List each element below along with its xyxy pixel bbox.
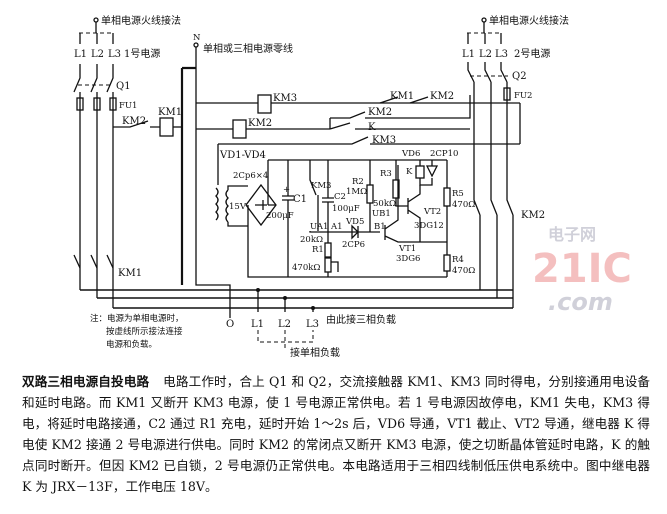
svg-text:470kΩ: 470kΩ	[292, 263, 320, 273]
svg-text:单相电源火线接法: 单相电源火线接法	[489, 14, 569, 27]
svg-text:15V: 15V	[229, 202, 247, 212]
svg-text:1号电源: 1号电源	[124, 47, 160, 60]
svg-text:21IC: 21IC	[532, 246, 632, 292]
svg-text:L3: L3	[306, 319, 319, 330]
svg-text:VT2: VT2	[423, 207, 441, 217]
svg-text:2CP6: 2CP6	[342, 240, 365, 250]
svg-text:FU1: FU1	[119, 101, 137, 111]
svg-text:C2: C2	[334, 192, 346, 202]
svg-text:L2: L2	[479, 49, 492, 60]
svg-text:50kΩ: 50kΩ	[373, 199, 396, 209]
svg-text:R3: R3	[380, 169, 392, 179]
svg-text:R1: R1	[312, 245, 324, 255]
svg-text:由此接三相负载: 由此接三相负载	[326, 313, 396, 326]
output-buses: O L1 L2 L3 由此接三相负载 接单相负载 注：电源为单相电源时， 按虚线…	[80, 288, 513, 359]
svg-text:KM1: KM1	[158, 107, 182, 118]
svg-text:L1: L1	[74, 49, 87, 60]
delay-circuit: VD1-VD4 2Cp6×4 15V 200μF + C1 KM3 C2 100…	[215, 149, 475, 278]
caption-title: 双路三相电源自投电路	[22, 374, 150, 389]
svg-text:UA1: UA1	[310, 222, 328, 232]
svg-text:N: N	[193, 33, 201, 43]
svg-text:B1: B1	[374, 222, 386, 232]
svg-text:Q1: Q1	[116, 81, 131, 92]
svg-text:KM3: KM3	[311, 181, 331, 191]
caption-body: 电路工作时，合上 Q1 和 Q2，交流接触器 KM1、KM3 同时得电，分别接通…	[22, 374, 651, 494]
svg-text:L2: L2	[91, 49, 104, 60]
svg-text:.com: .com	[548, 288, 613, 316]
svg-text:L1: L1	[462, 49, 475, 60]
svg-text:+: +	[283, 185, 290, 195]
svg-text:2CP10: 2CP10	[430, 149, 458, 159]
svg-text:C1: C1	[293, 194, 307, 205]
svg-text:100μF: 100μF	[332, 204, 360, 214]
svg-text:KM2: KM2	[122, 116, 146, 127]
svg-text:A1: A1	[330, 222, 343, 232]
svg-text:KM1: KM1	[390, 91, 414, 102]
svg-text:KM2: KM2	[430, 91, 454, 102]
svg-text:20kΩ: 20kΩ	[300, 235, 323, 245]
svg-text:3DG12: 3DG12	[414, 221, 444, 231]
svg-text:O: O	[226, 319, 234, 330]
svg-text:VD1-VD4: VD1-VD4	[219, 150, 266, 161]
svg-text:1MΩ: 1MΩ	[346, 187, 367, 197]
svg-text:2号电源: 2号电源	[514, 47, 550, 60]
figure-caption: 双路三相电源自投电路电路工作时，合上 Q1 和 Q2，交流接触器 KM1、KM3…	[22, 371, 650, 497]
svg-text:L3: L3	[108, 49, 121, 60]
svg-text:KM2: KM2	[368, 107, 392, 118]
source-1: 单相电源火线接法 L1 L2 L3 1号电源 Q1 FU1 KM1	[73, 14, 181, 308]
neutral-line: N 单相或三相电源零线	[180, 33, 293, 318]
svg-text:电源和负载。: 电源和负载。	[106, 339, 157, 350]
svg-text:R5: R5	[452, 189, 464, 199]
svg-text:KM1: KM1	[118, 268, 142, 279]
svg-text:单相或三相电源零线: 单相或三相电源零线	[203, 42, 293, 55]
svg-text:L3: L3	[495, 49, 508, 60]
svg-text:L1: L1	[251, 319, 264, 330]
svg-text:KM3: KM3	[372, 135, 396, 146]
svg-text:电子网: 电子网	[548, 225, 596, 244]
source-2: 单相电源火线接法 L1 L2 L3 2号电源 Q2 FU2 KM2	[462, 14, 569, 308]
svg-text:单相电源火线接法: 单相电源火线接法	[101, 14, 181, 27]
svg-text:470Ω: 470Ω	[452, 200, 475, 210]
watermark-logo: 电子网 21IC .com	[532, 225, 632, 316]
svg-text:VD5: VD5	[345, 217, 364, 227]
svg-text:2Cp6×4: 2Cp6×4	[233, 171, 268, 181]
svg-text:VD6: VD6	[401, 149, 420, 159]
svg-text:接单相负载: 接单相负载	[290, 346, 340, 359]
svg-text:注：电源为单相电源时，: 注：电源为单相电源时，	[90, 313, 184, 324]
svg-text:R2: R2	[352, 177, 364, 187]
svg-text:FU2: FU2	[514, 91, 532, 101]
svg-text:KM2: KM2	[521, 210, 545, 221]
control-circuit: KM2 KM1 KM3 KM2 KM2 K KM3 KM1 KM2	[113, 91, 520, 185]
svg-text:L2: L2	[278, 319, 291, 330]
svg-text:VT1: VT1	[398, 244, 416, 254]
svg-text:3DG6: 3DG6	[396, 254, 420, 264]
svg-text:UB1: UB1	[372, 209, 391, 219]
svg-text:Q2: Q2	[512, 71, 527, 82]
svg-text:K: K	[368, 122, 376, 133]
svg-text:KM3: KM3	[273, 93, 297, 104]
svg-text:R4: R4	[452, 255, 464, 265]
svg-text:KM2: KM2	[248, 118, 272, 129]
svg-text:470Ω: 470Ω	[452, 266, 475, 276]
svg-text:K: K	[406, 167, 413, 177]
circuit-diagram: 电子网 21IC .com 单相电源火线接法 L1 L2 L3 1号电源 Q1 …	[73, 14, 632, 359]
svg-text:200μF: 200μF	[266, 211, 294, 221]
svg-text:按虚线所示接法连接: 按虚线所示接法连接	[106, 326, 183, 337]
